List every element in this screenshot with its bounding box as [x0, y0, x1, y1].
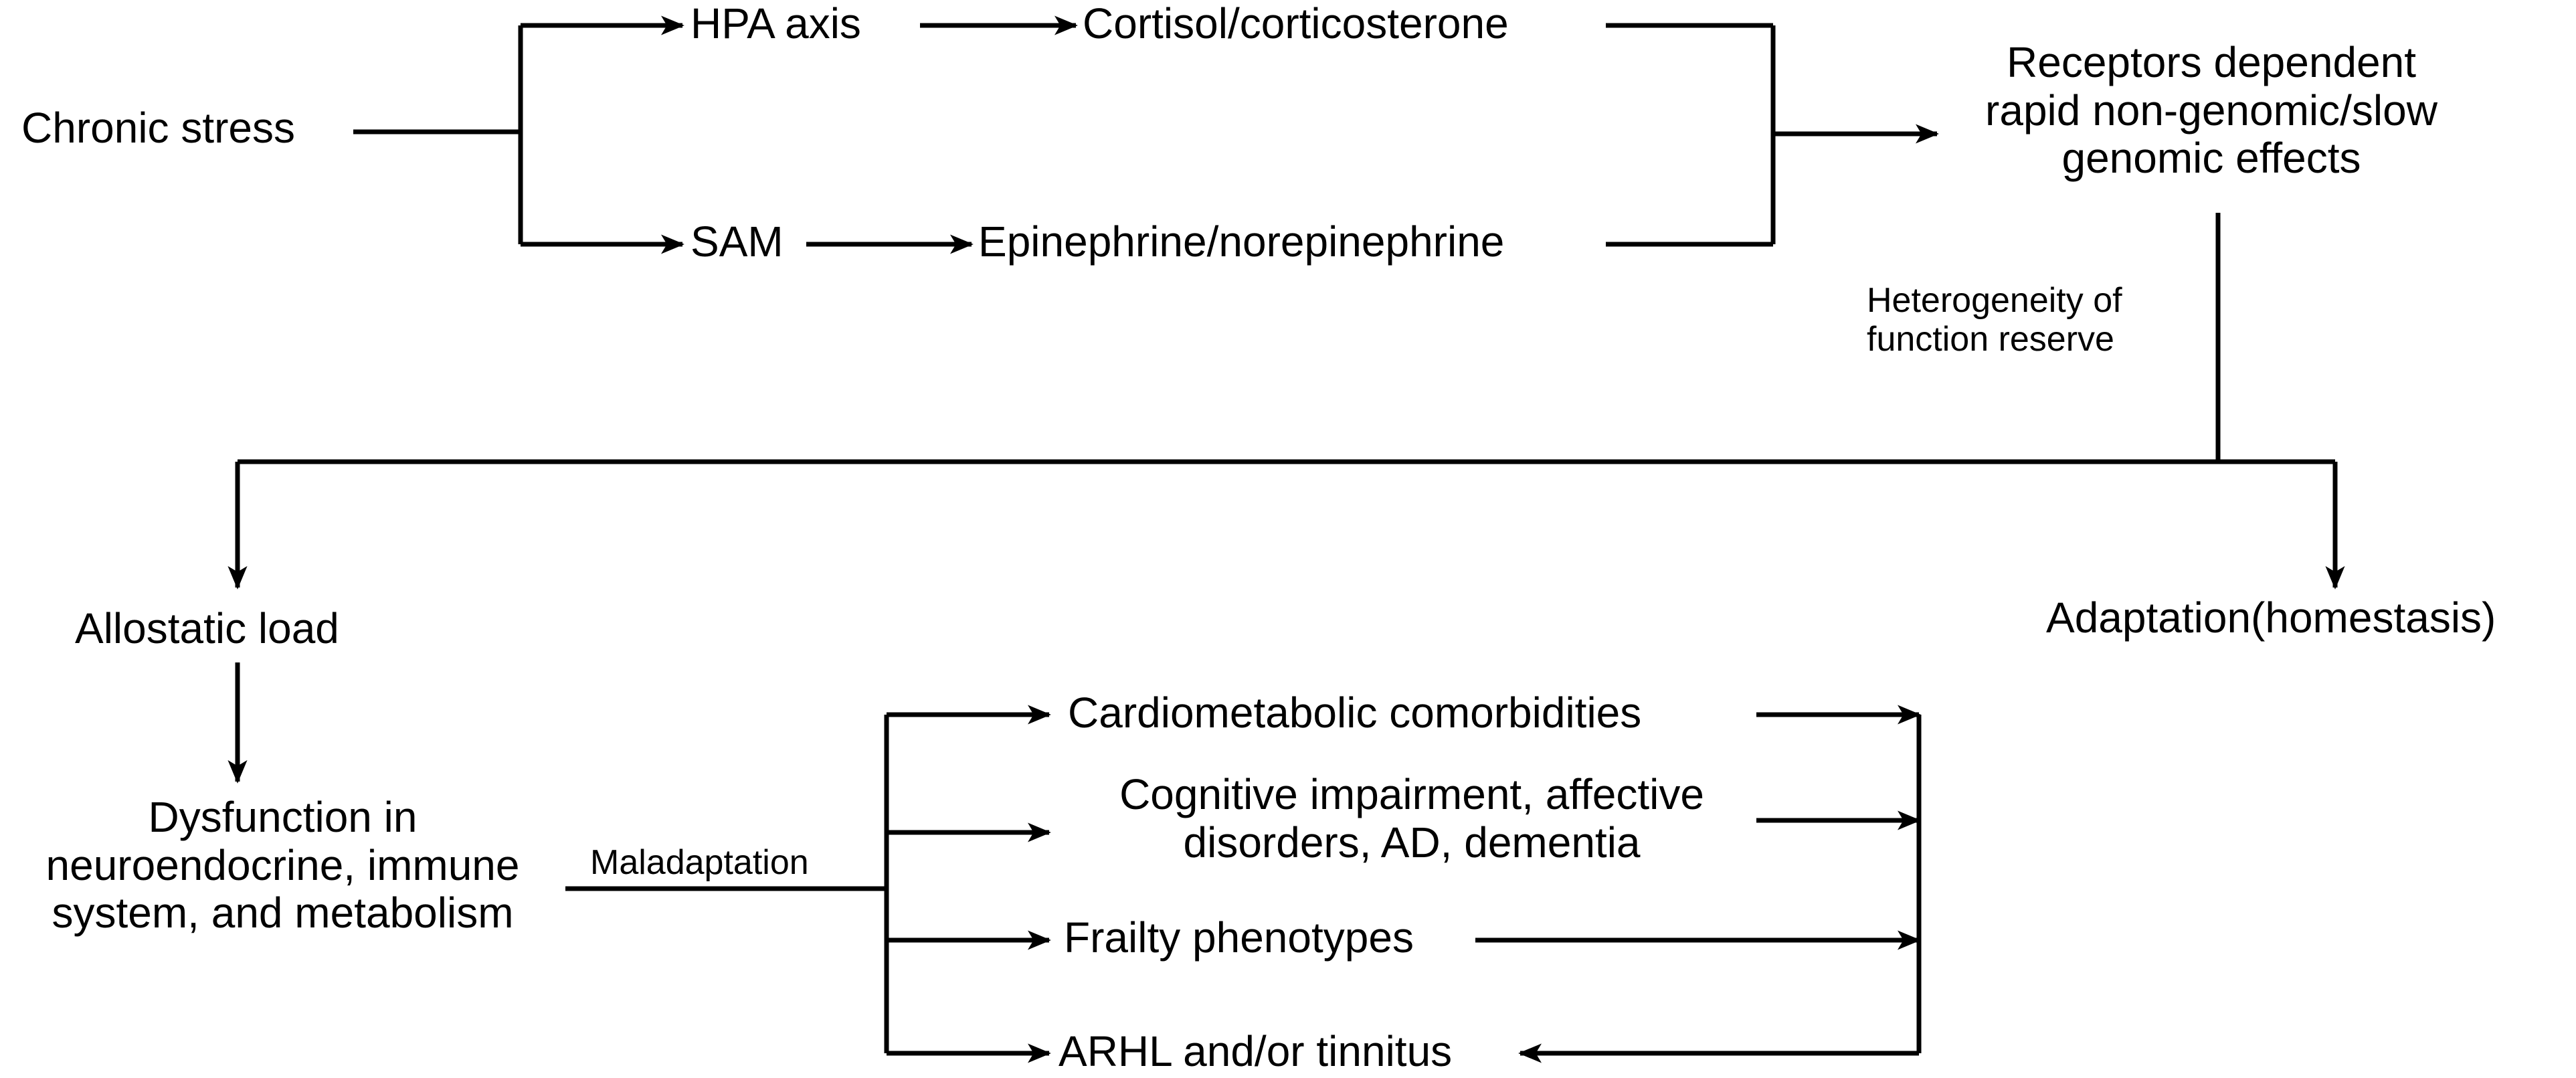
node-dysfunction: Dysfunction in neuroendocrine, immune sy…: [45, 793, 520, 937]
node-frailty: Frailty phenotypes: [1064, 913, 1414, 962]
node-hpa-axis: HPA axis: [691, 0, 861, 48]
node-arhl: ARHL and/or tinnitus: [1059, 1027, 1453, 1075]
node-cardiometabolic: Cardiometabolic comorbidities: [1068, 689, 1642, 737]
node-cortisol: Cortisol/corticosterone: [1083, 0, 1509, 48]
node-adaptation: Adaptation(homestasis): [2046, 594, 2496, 642]
label-heterogeneity: Heterogeneity of function reserve: [1867, 281, 2122, 359]
node-allostatic-load: Allostatic load: [75, 604, 339, 652]
node-cognitive: Cognitive impairment, affective disorder…: [1119, 770, 1704, 867]
node-chronic-stress: Chronic stress: [21, 104, 295, 152]
node-epinephrine: Epinephrine/norepinephrine: [978, 217, 1505, 266]
label-maladaptation: Maladaptation: [590, 843, 809, 882]
node-receptors: Receptors dependent rapid non-genomic/sl…: [1985, 38, 2437, 183]
node-sam: SAM: [691, 217, 784, 266]
